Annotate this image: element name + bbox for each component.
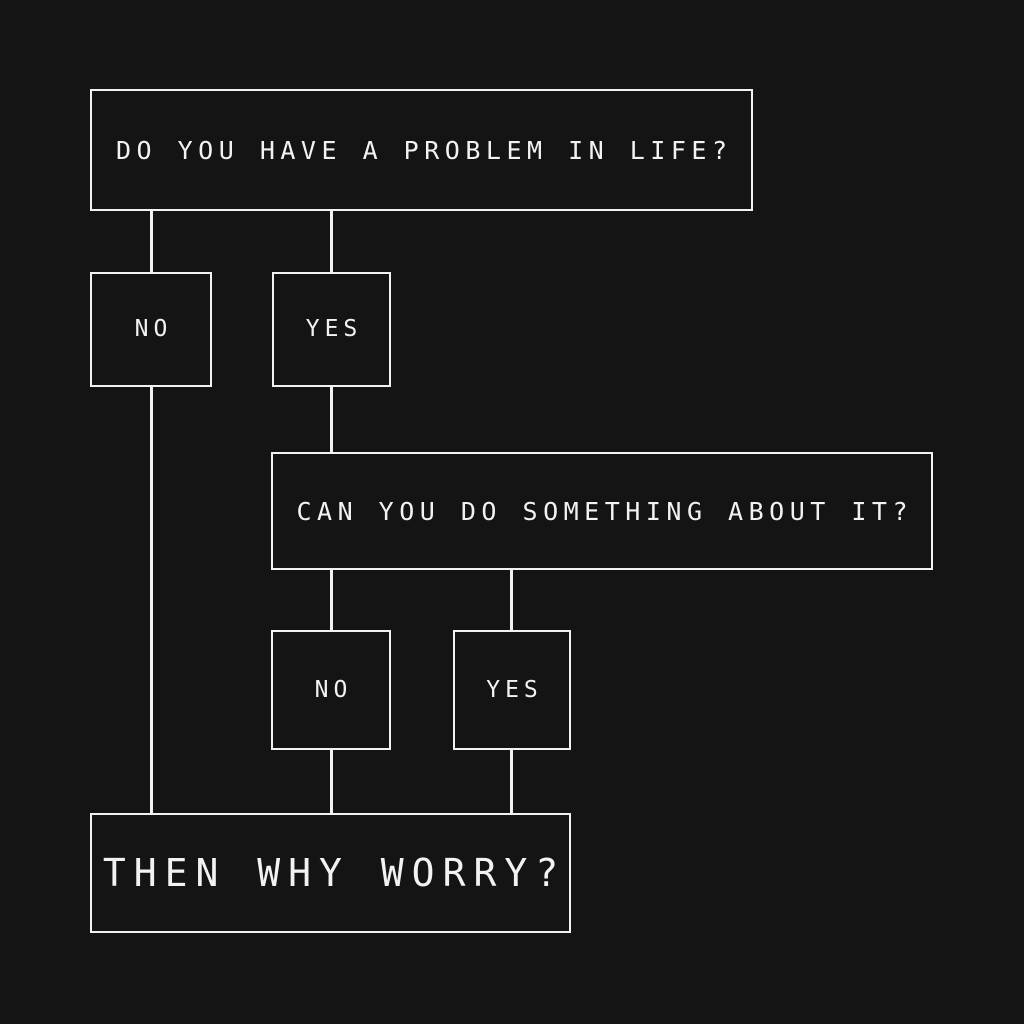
connector-q1-to-no: [150, 209, 153, 274]
node-label: NO: [314, 676, 353, 703]
node-option-no-action[interactable]: NO: [271, 630, 391, 750]
node-option-yes-action[interactable]: YES: [453, 630, 571, 750]
node-option-yes-problem[interactable]: YES: [272, 272, 391, 387]
node-label: THEN WHY WORRY?: [102, 851, 567, 895]
connector-q1-to-yes: [330, 209, 333, 274]
node-option-no-problem[interactable]: NO: [90, 272, 212, 387]
connector-q2yes-to-end: [510, 748, 513, 815]
connector-yes-to-q2: [330, 385, 333, 454]
node-label: YES: [486, 676, 543, 703]
node-question-can-do-something[interactable]: CAN YOU DO SOMETHING ABOUT IT?: [271, 452, 933, 570]
connector-q2-to-yes: [510, 568, 513, 632]
node-label: YES: [305, 316, 363, 342]
node-terminal-why-worry[interactable]: THEN WHY WORRY?: [90, 813, 571, 933]
node-question-problem[interactable]: DO YOU HAVE A PROBLEM IN LIFE?: [90, 89, 753, 211]
connector-q2no-to-end: [330, 748, 333, 815]
node-label: NO: [134, 316, 173, 342]
connector-q2-to-no: [330, 568, 333, 632]
node-label: DO YOU HAVE A PROBLEM IN LIFE?: [115, 135, 733, 165]
node-label: CAN YOU DO SOMETHING ABOUT IT?: [296, 496, 914, 526]
connector-no-to-end: [150, 385, 153, 815]
